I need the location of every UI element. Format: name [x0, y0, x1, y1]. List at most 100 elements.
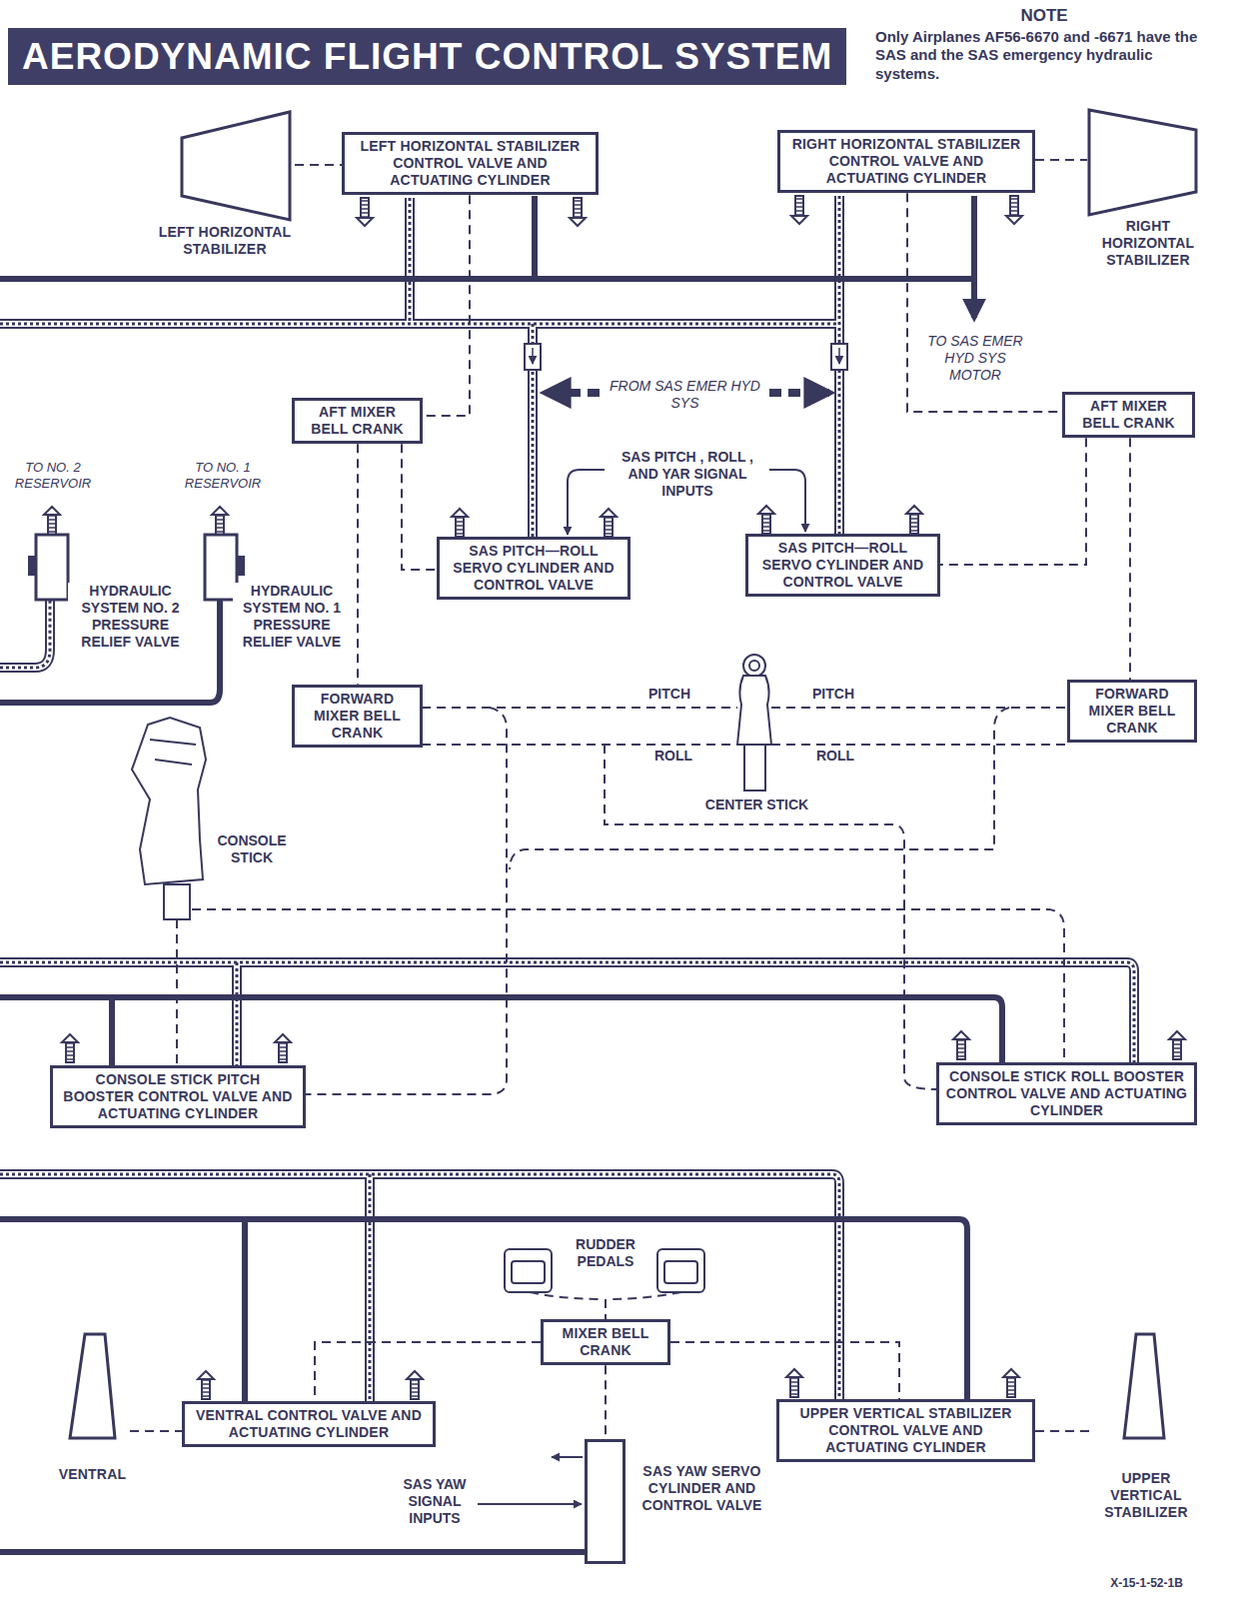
vent-stub — [604, 532, 613, 535]
component-box: LEFT HORIZONTAL STABILIZER CONTROL VALVE… — [341, 131, 599, 195]
surface-outline — [1124, 1333, 1165, 1438]
vent-stub — [762, 525, 771, 528]
vent-arrow — [786, 1368, 803, 1377]
vent-arrow — [451, 508, 468, 517]
component-box: SAS PITCH—ROLL SERVO CYLINDER AND CONTRO… — [436, 536, 631, 600]
vent-stub — [455, 520, 464, 523]
linkage-connector — [1035, 158, 1088, 161]
vent-arrow — [569, 217, 586, 226]
linkage-connector — [129, 1429, 182, 1432]
return-pipe — [406, 197, 413, 324]
center-stick — [737, 654, 772, 791]
vent-stub — [215, 522, 224, 525]
node-text: RIGHT HORIZONTAL STABILIZER — [1087, 217, 1210, 269]
annotation-label: HYDRAULIC SYSTEM NO. 1 PRESSURE RELIEF V… — [232, 582, 351, 651]
return-pipe — [0, 599, 50, 668]
pressure-pipe — [971, 278, 978, 318]
node-text: UPPER VERTICAL STABILIZER — [1091, 1469, 1202, 1521]
vent-stub — [910, 529, 919, 532]
vent-stub — [790, 1384, 799, 1387]
vent-arrow — [953, 1031, 970, 1040]
node-text: AFT MIXER BELL CRANK — [300, 403, 414, 438]
vent-stub — [762, 529, 771, 532]
vent-stub — [215, 518, 224, 521]
linkage-connector — [294, 163, 342, 166]
node-text: VENTRAL — [54, 1465, 130, 1483]
return-pipe — [0, 318, 840, 329]
title-banner: AERODYNAMIC FLIGHT CONTROL SYSTEM — [7, 27, 847, 85]
vent-stub — [604, 524, 613, 527]
vent-stub — [201, 1394, 210, 1397]
vent-stub — [278, 1058, 287, 1061]
annotation-label: PITCH — [644, 685, 695, 703]
vent-stub — [573, 211, 582, 214]
pressure-pipe — [108, 997, 115, 1066]
vent-stub — [573, 203, 582, 206]
signal-arrow — [769, 388, 830, 397]
vent-stub — [455, 532, 464, 535]
linkage-line — [611, 1291, 682, 1299]
servo-outline — [586, 1440, 625, 1563]
return-pipe — [408, 197, 412, 324]
relief-valve — [35, 534, 68, 600]
vent-stub — [1173, 1043, 1182, 1046]
vent-stub — [604, 516, 613, 537]
annotation-label: TO NO. 2 RESERVOIR — [5, 459, 100, 492]
surface-outline — [54, 1331, 130, 1442]
signal-arrow — [545, 388, 600, 397]
pressure-pipe — [0, 275, 975, 282]
servo-outline — [584, 1438, 627, 1564]
vent-arrow — [274, 1034, 291, 1043]
vent-stub — [910, 517, 919, 520]
relief-valve — [236, 555, 245, 576]
annotation-label: ROLL — [814, 747, 857, 765]
annotation-label: TO SAS EMER HYD SYS MOTOR — [919, 332, 1032, 384]
control-surface: VENTRAL — [54, 1331, 130, 1483]
node-text: SAS YAW SERVO CYLINDER AND CONTROL VALVE — [634, 1462, 770, 1514]
vent-stub — [201, 1378, 210, 1399]
return-pipe — [0, 599, 50, 668]
vent-stub — [410, 1378, 419, 1399]
vent-stub — [762, 517, 771, 520]
vent-stub — [573, 207, 582, 210]
linkage-connector — [314, 1341, 541, 1401]
vent-stub — [360, 207, 369, 210]
vent-stub — [795, 195, 804, 216]
vent-stub — [795, 209, 804, 212]
linkage-line — [604, 1298, 607, 1319]
check-valve — [531, 347, 534, 364]
linkage-line — [771, 743, 1068, 746]
vent-stub — [957, 1039, 966, 1060]
vent-stub — [65, 1050, 74, 1053]
pressure-pipe — [531, 195, 538, 279]
control-surface: RIGHT HORIZONTAL STABILIZER — [1087, 107, 1210, 269]
return-pipe — [235, 962, 239, 1066]
pressure-pipe — [0, 997, 1003, 1063]
hydraulic-pipes — [0, 195, 1135, 1552]
return-pipe — [0, 320, 840, 327]
vent-arrow — [1003, 1368, 1020, 1377]
vent-stub — [410, 1382, 419, 1385]
vent-stub — [795, 197, 804, 200]
vent-stub — [278, 1042, 287, 1063]
linkage-connector — [940, 437, 1087, 565]
component-box: FORWARD MIXER BELL CRANK — [291, 684, 423, 748]
pressure-pipe — [971, 195, 978, 279]
node-text: UPPER VERTICAL STABILIZER CONTROL VALVE … — [785, 1404, 1027, 1456]
linkage-connector — [356, 443, 359, 685]
vent-stub — [957, 1043, 966, 1046]
vent-stub — [455, 524, 464, 527]
component-box: CONSOLE STICK PITCH BOOSTER CONTROL VALV… — [49, 1065, 306, 1129]
relief-valve — [27, 555, 36, 576]
annotation-label: FROM SAS EMER HYD SYS — [607, 377, 763, 412]
signal-arrow — [567, 469, 605, 535]
vent-stub — [1010, 195, 1019, 216]
vent-arrow — [1169, 1031, 1186, 1040]
node-text: LEFT HORIZONTAL STABILIZER CONTROL VALVE… — [350, 137, 590, 189]
signal-arrow — [551, 1455, 583, 1458]
vent-stub — [1010, 197, 1019, 200]
vent-stubs — [43, 195, 1186, 1399]
vent-stub — [278, 1054, 287, 1057]
node-text: CONSOLE STICK ROLL BOOSTER CONTROL VALVE… — [945, 1068, 1189, 1120]
return-pipe — [0, 1174, 840, 1399]
